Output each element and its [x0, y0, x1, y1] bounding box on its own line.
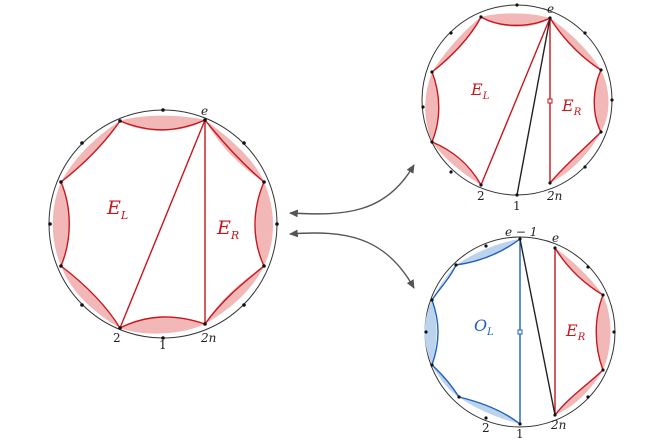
bottom-right-region-er-sub: R — [577, 332, 586, 343]
top-right-region-er-main: E — [561, 96, 574, 115]
bottom-right-region-ol-main: O — [474, 316, 487, 335]
top-right-label-1: 1 — [513, 199, 521, 213]
bottom-right-blue-bands — [424, 239, 520, 424]
left-diagram: e 2 1 2n EL ER — [48, 104, 279, 352]
left-region-el-sub: L — [120, 209, 128, 222]
top-right-region-er-sub: R — [573, 107, 582, 118]
left-label-2n: 2n — [200, 331, 216, 345]
left-region-er: ER — [216, 217, 239, 242]
top-right-midpoint-marker — [547, 98, 553, 104]
bottom-right-region-er: ER — [565, 321, 586, 343]
top-right-region-er: ER — [561, 96, 582, 118]
bottom-right-label-2: 2 — [482, 421, 490, 435]
bottom-right-region-ol-sub: L — [486, 327, 494, 338]
left-label-2: 2 — [113, 331, 121, 345]
left-vertex-dots — [48, 108, 279, 340]
bottom-right-label-e-minus-1: e − 1 — [505, 225, 537, 239]
top-right-label-e: e — [547, 2, 554, 16]
top-right-region-el-main: E — [470, 80, 483, 99]
top-right-region-el: EL — [470, 80, 490, 102]
bottom-right-midpoint-marker — [517, 329, 523, 335]
left-region-el: EL — [106, 197, 128, 222]
bottom-right-chord-black — [519, 238, 556, 416]
left-label-e: e — [201, 104, 208, 118]
top-right-chord-el — [480, 17, 551, 186]
bottom-right-region-er-main: E — [565, 321, 578, 340]
left-region-er-main: E — [216, 217, 231, 239]
top-right-label-2: 2 — [477, 189, 485, 203]
left-label-1: 1 — [159, 338, 167, 352]
top-right-label-2n: 2n — [546, 189, 562, 203]
top-right-chord-black — [516, 17, 551, 196]
bottom-right-red-boundary — [554, 247, 604, 416]
bottom-right-blue-boundary — [431, 238, 521, 425]
top-right-diagram: e 2 1 2n EL ER — [421, 2, 614, 213]
top-right-region-el-sub: L — [482, 91, 490, 102]
top-right-red-boundary — [431, 16, 602, 186]
left-region-el-main: E — [106, 197, 121, 219]
left-shaded-bands — [52, 115, 273, 334]
bottom-right-region-ol: OL — [474, 316, 494, 338]
top-right-vertex-dots — [421, 3, 614, 197]
left-chord-diagonal — [119, 119, 206, 329]
arrow-to-bottom-right — [289, 229, 415, 289]
left-region-er-sub: R — [230, 229, 239, 242]
bottom-right-label-e: e — [552, 231, 559, 245]
bottom-right-diagram: e − 1 e 2 1 2n OL ER — [424, 225, 616, 441]
bottom-right-label-2n: 2n — [550, 418, 566, 432]
arrow-to-top-right — [289, 164, 415, 218]
bottom-right-vertex-dots — [424, 237, 616, 426]
bottom-right-label-1: 1 — [516, 427, 524, 441]
